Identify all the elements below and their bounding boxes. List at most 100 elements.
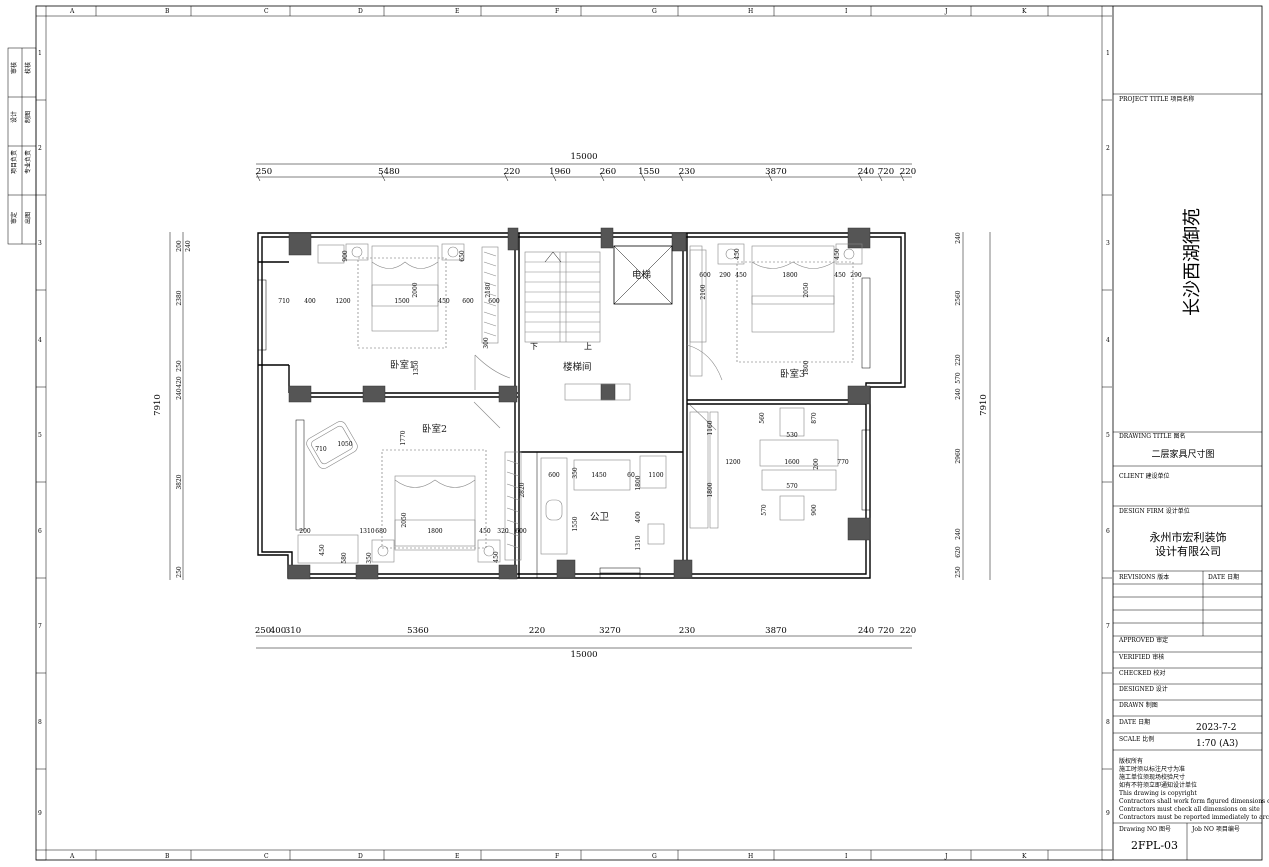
top-segment-dimension: 230 bbox=[679, 167, 695, 177]
bedroom2-dimension: 200 bbox=[299, 528, 311, 535]
bedroom2-dimension: 1800 bbox=[427, 528, 442, 535]
study-dimension: 1600 bbox=[784, 459, 799, 466]
bathroom-dimension: 600 bbox=[548, 472, 560, 479]
design-firm-line2: 设计有限公司 bbox=[1155, 544, 1221, 558]
bedroom2-dimension: 450 bbox=[319, 544, 326, 556]
study-dimension: 570 bbox=[786, 483, 798, 490]
grid-letter-top: C bbox=[264, 8, 269, 15]
bedroom2-dimension: 350 bbox=[366, 552, 373, 564]
bedroom3-dimension: 2050 bbox=[803, 282, 810, 297]
stairs-label: 楼梯间 bbox=[563, 361, 592, 373]
grid-number-right: 7 bbox=[1106, 623, 1110, 630]
bedroom2-dimension: 1310 bbox=[359, 528, 374, 535]
grid-number-left: 4 bbox=[38, 337, 42, 344]
sheet-border bbox=[35, 5, 1263, 861]
grid-number-right: 8 bbox=[1106, 719, 1110, 726]
bottom-segment-dimension: 250 bbox=[255, 626, 271, 636]
grid-number-left: 8 bbox=[38, 719, 42, 726]
bedroom1-dimension: 600 bbox=[488, 298, 500, 305]
stairs-down-label: 下 bbox=[530, 342, 538, 351]
drawing-no: 2FPL-03 bbox=[1131, 839, 1178, 852]
grid-letter-bottom: B bbox=[165, 853, 170, 860]
signature-strip-label: 制图 bbox=[24, 111, 32, 123]
bedroom1-dimension: 1350 bbox=[413, 360, 420, 375]
title-block: PROJECT TITLE 项目名称 长沙西湖御苑 DRAWING TITLE … bbox=[1112, 6, 1269, 860]
checked-label: CHECKED 校对 bbox=[1119, 669, 1165, 677]
bathroom-dimension: 400 bbox=[635, 511, 642, 523]
bedroom2-dimension: 450 bbox=[479, 528, 491, 535]
bedroom3-dimension: 450 bbox=[834, 272, 846, 279]
grid-letter-top: F bbox=[555, 8, 559, 15]
grid-letter-bottom: E bbox=[455, 853, 459, 860]
copyright-note: 施工单位须现场校验尺寸 bbox=[1119, 773, 1185, 781]
grid-letter-bottom: J bbox=[944, 853, 948, 860]
bathroom-dimension: 1100 bbox=[648, 472, 663, 479]
bedroom3-dimension: 290 bbox=[850, 272, 862, 279]
bedroom3-label: 卧室3 bbox=[780, 368, 805, 380]
left-segment-dimension: 240 bbox=[185, 240, 192, 252]
left-total-dimension: 7910 bbox=[153, 394, 163, 416]
top-segment-dimension: 240 bbox=[858, 167, 874, 177]
grid-number-left: 3 bbox=[38, 240, 42, 247]
bathroom-dimension: 350 bbox=[572, 467, 579, 479]
study-dimension: 530 bbox=[786, 432, 798, 439]
bedroom1-dimension: 2180 bbox=[485, 282, 492, 297]
revisions-label: REVISIONS 版本 bbox=[1119, 573, 1169, 581]
bedroom1-dimension: 900 bbox=[342, 250, 349, 262]
grid-number-right: 2 bbox=[1106, 145, 1110, 152]
bedroom2-label: 卧室2 bbox=[422, 423, 447, 435]
project-name: 长沙西湖御苑 bbox=[1182, 208, 1203, 316]
job-no-label: Job NO 项目编号 bbox=[1191, 825, 1240, 833]
client-label: CLIENT 建设单位 bbox=[1119, 472, 1170, 480]
right-segment-dimension: 240 bbox=[955, 528, 962, 540]
grid-letter-top: A bbox=[69, 8, 75, 15]
right-segment-dimension: 220 bbox=[955, 354, 962, 366]
grid-letter-top: J bbox=[944, 8, 948, 15]
bedroom2-dimension: 2050 bbox=[401, 512, 408, 527]
grid-letter-top: E bbox=[455, 8, 459, 15]
scale-value: 1:70 (A3) bbox=[1196, 738, 1238, 749]
bedroom2-dimension: 680 bbox=[375, 528, 387, 535]
bedroom1-dimension: 1500 bbox=[394, 298, 409, 305]
top-segment-dimension: 3870 bbox=[765, 167, 787, 177]
study-dimension: 870 bbox=[811, 412, 818, 424]
bedroom3-dimension: 450 bbox=[834, 248, 841, 260]
grid-number-left: 9 bbox=[38, 810, 42, 817]
signature-strip-label: 专业负责 bbox=[24, 150, 32, 174]
bedroom1-dimension: 650 bbox=[459, 250, 466, 262]
right-total-dimension: 7910 bbox=[979, 394, 989, 416]
drawing-no-label: Drawing NO 图号 bbox=[1119, 826, 1171, 833]
drawn-label: DRAWN 制图 bbox=[1119, 701, 1158, 709]
bathroom-dimension: 60 bbox=[627, 472, 635, 479]
grid-number-right: 5 bbox=[1106, 432, 1110, 439]
bedroom3-dimension: 450 bbox=[735, 272, 747, 279]
bedroom1-dimension: 2000 bbox=[412, 282, 419, 297]
bedroom1-label: 卧室1 bbox=[390, 359, 415, 371]
designed-label: DESIGNED 设计 bbox=[1119, 685, 1168, 693]
right-segment-dimension: 2560 bbox=[955, 290, 962, 305]
left-segment-dimension: 250 bbox=[176, 360, 183, 372]
bottom-segment-dimension: 220 bbox=[529, 626, 545, 636]
bottom-segment-dimension: 230 bbox=[679, 626, 695, 636]
study-dimension: 770 bbox=[837, 459, 849, 466]
copyright-note: 版权所有 bbox=[1119, 757, 1143, 765]
bottom-segment-dimension: 310 bbox=[285, 626, 301, 636]
grid-letter-bottom: C bbox=[264, 853, 269, 860]
study-dimension: 1200 bbox=[725, 459, 740, 466]
floor-plan: 卧室1 卧室2 bbox=[257, 227, 906, 580]
study-dimension: 200 bbox=[813, 458, 820, 470]
right-segment-dimension: 250 bbox=[955, 566, 962, 578]
bedroom2-dimension: 450 bbox=[493, 551, 500, 563]
bedroom2-dimension: 580 bbox=[341, 552, 348, 564]
bottom-segment-dimension: 3870 bbox=[765, 626, 787, 636]
top-segment-dimension: 260 bbox=[600, 167, 616, 177]
top-total-dimension: 15000 bbox=[570, 152, 597, 162]
bathroom-dimension: 1310 bbox=[635, 535, 642, 550]
bedroom1-dimension: 400 bbox=[304, 298, 316, 305]
bottom-segment-dimension: 220 bbox=[900, 626, 916, 636]
bottom-segment-dimension: 5360 bbox=[407, 626, 429, 636]
date-value: 2023-7-2 bbox=[1196, 723, 1236, 733]
revisions-date-label: DATE 日期 bbox=[1208, 573, 1239, 581]
signature-strip-label: 项目负责 bbox=[10, 150, 18, 174]
